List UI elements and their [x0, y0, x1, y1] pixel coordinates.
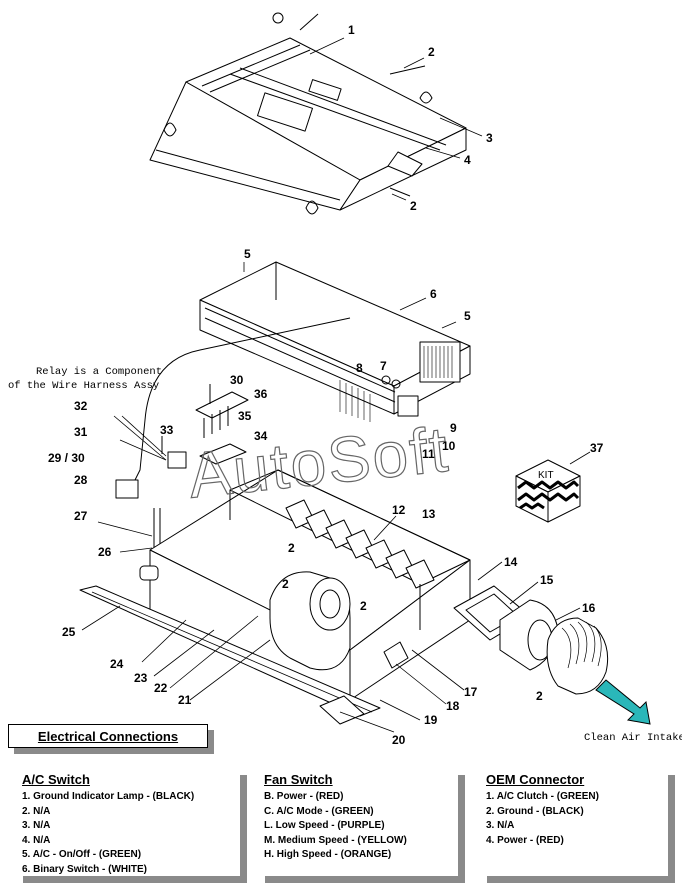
callout-5: 5: [464, 309, 471, 323]
list-item: 1. Ground Indicator Lamp - (BLACK): [22, 791, 195, 802]
callout-4: 4: [464, 153, 471, 167]
fan-switch-title: Fan Switch: [264, 772, 333, 787]
ac-switch-panel: A/C Switch 1. Ground Indicator Lamp - (B…: [16, 768, 240, 876]
oem-connector-title: OEM Connector: [486, 772, 585, 787]
fan-switch-list: B. Power - (RED) C. A/C Mode - (GREEN) L…: [258, 790, 458, 863]
watermark-text: AutoSoft: [185, 413, 453, 512]
callout-34: 34: [254, 429, 268, 443]
callout-9: 9: [450, 421, 457, 435]
list-item: M. Medium Speed - (YELLOW): [264, 834, 407, 846]
top-cover: [149, 12, 467, 215]
callout-2: 2: [288, 541, 295, 555]
callout-13: 13: [422, 507, 436, 521]
callout-32: 32: [74, 399, 88, 413]
callout-15: 15: [540, 573, 554, 587]
fan-switch-panel: Fan Switch B. Power - (RED) C. A/C Mode …: [258, 768, 458, 876]
callout-12: 12: [392, 503, 406, 517]
callout-22: 22: [154, 681, 168, 695]
callout-11: 11: [422, 447, 435, 461]
oem-connector-panel: OEM Connector 1. A/C Clutch - (GREEN) 2.…: [480, 768, 668, 876]
clean-air-arrow: [595, 679, 651, 725]
callout-25: 25: [62, 625, 76, 639]
callout-7: 7: [380, 359, 387, 373]
callout-24: 24: [110, 657, 124, 671]
list-item: C. A/C Mode - (GREEN): [264, 805, 374, 817]
callout-26: 26: [98, 545, 112, 559]
list-item: 3. N/A: [486, 820, 515, 832]
relay-parts: [115, 384, 249, 560]
callout-2: 2: [428, 45, 435, 59]
list-item: 6. Binary Switch - (WHITE): [22, 863, 148, 875]
callout-37: 37: [590, 441, 604, 455]
electrical-connections-title-text: Electrical Connections: [37, 728, 179, 744]
callout-23: 23: [134, 671, 148, 685]
callout-6: 6: [430, 287, 437, 301]
callout-28: 28: [74, 473, 88, 487]
ac-switch-title: A/C Switch: [22, 772, 90, 787]
kit-label: KIT: [538, 470, 554, 481]
callout-17: 17: [464, 685, 478, 699]
list-item: 2. Ground - (BLACK): [486, 805, 584, 817]
callout-20: 20: [392, 733, 406, 747]
callout-35: 35: [238, 409, 252, 423]
electrical-connections-title: Electrical Connections: [8, 724, 208, 748]
callout-2: 2: [410, 199, 417, 213]
oem-connector-list: 1. A/C Clutch - (GREEN) 2. Ground - (BLA…: [480, 790, 668, 848]
callout-16: 16: [582, 601, 596, 615]
blower-assembly: [269, 571, 351, 671]
list-item: 4. N/A: [22, 834, 51, 846]
relay-note-line-1: Relay is a Component: [36, 366, 162, 378]
evaporator-core: [199, 261, 471, 422]
list-item: 3. N/A: [22, 820, 51, 832]
list-item: 5. A/C - On/Off - (GREEN): [22, 849, 142, 861]
callout-18: 18: [446, 699, 460, 713]
callout-2: 2: [536, 689, 543, 703]
callout-8: 8: [356, 361, 363, 375]
callout-19: 19: [424, 713, 438, 727]
callout-2930: 29 / 30: [48, 451, 85, 465]
clean-air-intake-label: Clean Air Intake: [584, 732, 682, 744]
callout-33: 33: [160, 423, 174, 437]
callout-21: 21: [178, 693, 192, 707]
list-item: B. Power - (RED): [264, 791, 344, 802]
intake-parts: [453, 585, 609, 695]
callout-31: 31: [74, 425, 88, 439]
list-item: 2. N/A: [22, 805, 51, 817]
list-item: 1. A/C Clutch - (GREEN): [486, 791, 599, 802]
callout-1: 1: [348, 23, 355, 37]
callout-30: 30: [230, 373, 244, 387]
kit-box: [515, 459, 581, 523]
relay-harness-wire: [129, 317, 351, 491]
list-item: H. High Speed - (ORANGE): [264, 849, 392, 861]
callout-5: 5: [244, 247, 251, 261]
ac-switch-list: 1. Ground Indicator Lamp - (BLACK) 2. N/…: [16, 790, 240, 878]
callout-2: 2: [360, 599, 367, 613]
callout-3: 3: [486, 131, 493, 145]
callout-10: 10: [442, 439, 456, 453]
callout-14: 14: [504, 555, 518, 569]
callout-36: 36: [254, 387, 268, 401]
callout-2: 2: [282, 577, 289, 591]
list-item: 4. Power - (RED): [486, 834, 564, 846]
list-item: L. Low Speed - (PURPLE): [264, 820, 385, 832]
relay-note-line-2: of the Wire Harness Assy: [8, 380, 159, 392]
callout-27: 27: [74, 509, 88, 523]
